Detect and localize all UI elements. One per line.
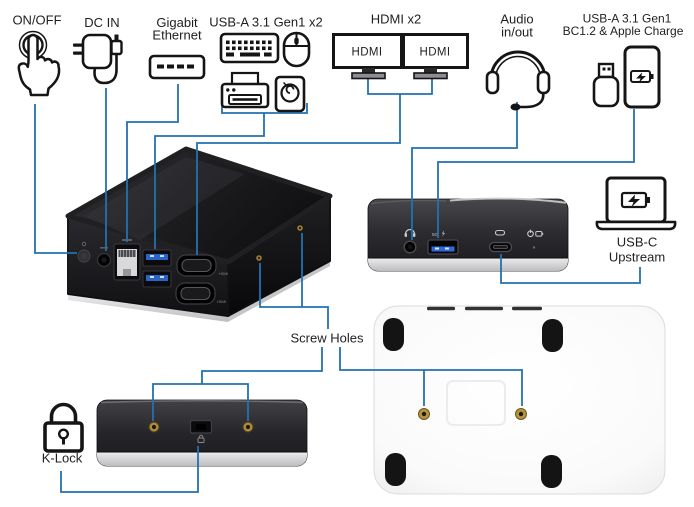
hard-drive-icon (274, 75, 306, 113)
power-adapter-icon (73, 33, 123, 85)
dock-top-face (65, 146, 333, 265)
rear-silver-base (368, 258, 568, 271)
line-usb-bc (437, 109, 635, 238)
line-ethernet (126, 84, 179, 242)
dock-silver-base-side (228, 261, 330, 322)
rear-top-shine (449, 197, 567, 204)
hdmi-port-mark-1: HDMI (219, 272, 228, 276)
rear-panel-view: 5G (367, 197, 569, 272)
k-lock-slot (189, 419, 213, 443)
hdmi-ports-front: HDMI HDMI (175, 254, 228, 305)
line-usb-a (154, 103, 308, 249)
dock-silver-base-front (68, 294, 228, 322)
power-button (77, 241, 91, 263)
label-audio-2: in/out (501, 25, 533, 40)
bottom-screw-hole-left (418, 408, 430, 420)
line-k-lock (60, 446, 199, 493)
line-on-off (34, 104, 77, 254)
label-k-lock: K-Lock (42, 451, 83, 466)
power-led (527, 229, 544, 250)
keyboard-icon (219, 32, 280, 64)
label-screw-holes: Screw Holes (291, 331, 364, 346)
line-screw-holes-front (152, 347, 323, 421)
line-usb-c-upstream (500, 254, 641, 284)
dock-top-sheen (84, 157, 245, 240)
label-on-off: ON/OFF (12, 13, 61, 28)
bottom-screw-hole-right (515, 408, 527, 420)
front-view-silver-base (97, 452, 307, 466)
phone-charging-icon (623, 45, 661, 109)
line-screw-holes-bottom (339, 347, 523, 406)
label-ethernet: Ethernet (152, 28, 202, 43)
ethernet-rj45-port (113, 239, 141, 281)
headset-icon (485, 50, 551, 111)
label-audio: Audio (500, 12, 533, 27)
label-hdmi-x2: HDMI x2 (371, 12, 422, 27)
main-dock-3d-view: HDMI HDMI (65, 146, 333, 322)
laptop-charging-icon (595, 176, 677, 231)
press-hand-icon (17, 30, 61, 97)
callout-labels: ON/OFF DC IN Gigabit Ethernet USB-A 3.1 … (12, 12, 683, 466)
mouse-icon (282, 31, 311, 68)
rubber-feet (383, 318, 563, 488)
usb-stick-icon (592, 62, 620, 108)
line-audio (411, 102, 518, 240)
ethernet-port-icon (148, 54, 206, 80)
label-usb-c: USB-C (617, 235, 657, 250)
front-view-screw-hole-right (242, 421, 254, 433)
bottom-emboss-square (446, 380, 506, 426)
connector-lines (34, 79, 641, 493)
dc-in-jack (96, 247, 112, 268)
monitor-label-right: HDMI (420, 47, 451, 59)
hdmi-monitors-icon: HDMI HDMI (332, 33, 469, 80)
line-hdmi (196, 79, 433, 255)
dock-base-seam (67, 260, 331, 317)
line-side-screw-holes (259, 233, 329, 329)
padlock-icon (43, 402, 84, 453)
label-usb-a-x2: USB-A 3.1 Gen1 x2 (209, 15, 322, 30)
bottom-view (373, 305, 666, 495)
label-gigabit: Gigabit (156, 15, 198, 30)
side-screw-holes (255, 224, 304, 262)
usb-c-port (488, 229, 513, 253)
usb-speed-mark: 5G (432, 232, 439, 237)
usb-a-bc-port: 5G (427, 230, 459, 255)
printer-icon (220, 71, 270, 109)
label-upstream: Upstream (609, 250, 665, 265)
usb-a-ports-front (142, 249, 172, 288)
label-dc-in: DC IN (84, 15, 119, 30)
front-panel-view (96, 399, 308, 467)
label-usb-bc-1: USB-A 3.1 Gen1 (583, 12, 672, 26)
front-view-screw-hole-left (148, 421, 160, 433)
audio-jack-port (403, 228, 417, 254)
hdmi-port-mark-2: HDMI (217, 300, 226, 304)
label-usb-bc-2: BC1.2 & Apple Charge (563, 24, 684, 38)
monitor-label-left: HDMI (352, 47, 383, 59)
